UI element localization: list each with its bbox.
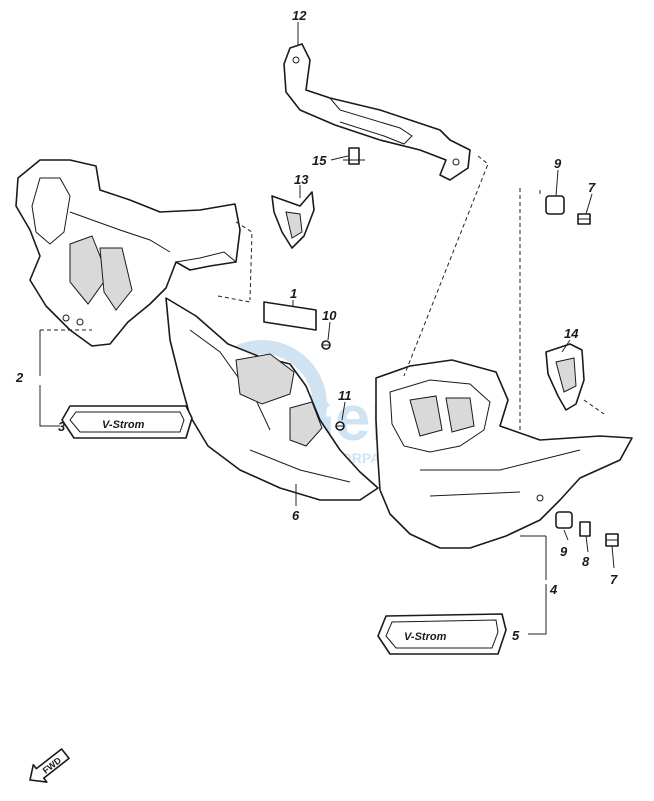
callout-2: 2: [15, 370, 24, 385]
screw-10: [321, 340, 331, 350]
left-cowl-part: [15, 159, 241, 347]
callout-8: 8: [582, 554, 590, 569]
emblem-left-3: V-Strom: [61, 405, 193, 439]
callout-5: 5: [512, 628, 520, 643]
screw-7-top: [577, 213, 591, 225]
assembly-lines: [40, 155, 605, 430]
grommet-9-bottom: [555, 511, 573, 529]
callout-15: 15: [312, 153, 327, 168]
emblem-left-text: V-Strom: [102, 419, 145, 431]
callout-6: 6: [292, 508, 300, 523]
small-bracket-14: [545, 343, 585, 411]
callout-7-top: 7: [588, 180, 596, 195]
center-cover-part: [165, 297, 379, 501]
emblem-right-5: V-Strom: [377, 613, 507, 655]
collar-8: [579, 521, 591, 537]
grommet-9-top: [545, 195, 565, 215]
screw-7-bottom: [605, 533, 619, 547]
bolt-15: [343, 147, 365, 165]
callout-11: 11: [338, 388, 352, 403]
right-cowl-part: [375, 359, 633, 549]
bracket-bar-part: [283, 43, 471, 181]
callout-14: 14: [564, 326, 579, 341]
small-bracket-13: [271, 191, 315, 249]
callout-4: 4: [549, 582, 558, 597]
leader-lines: [39, 22, 615, 635]
callout-12: 12: [292, 8, 307, 23]
callout-1: 1: [290, 286, 297, 301]
callout-13: 13: [294, 172, 309, 187]
callouts: 12 15 13 1 10 11 9 7 14 2 3 6 9 8 7 4 5: [15, 8, 618, 643]
screw-11: [335, 421, 345, 431]
callout-3: 3: [58, 419, 66, 434]
callout-7-bottom: 7: [610, 572, 618, 587]
callout-9-top: 9: [554, 156, 562, 171]
pad-1: [263, 301, 317, 331]
callout-9-bottom: 9: [560, 544, 568, 559]
emblem-right-text: V-Strom: [404, 631, 447, 643]
fwd-arrow-icon: FWD: [29, 748, 70, 783]
callout-10: 10: [322, 308, 337, 323]
